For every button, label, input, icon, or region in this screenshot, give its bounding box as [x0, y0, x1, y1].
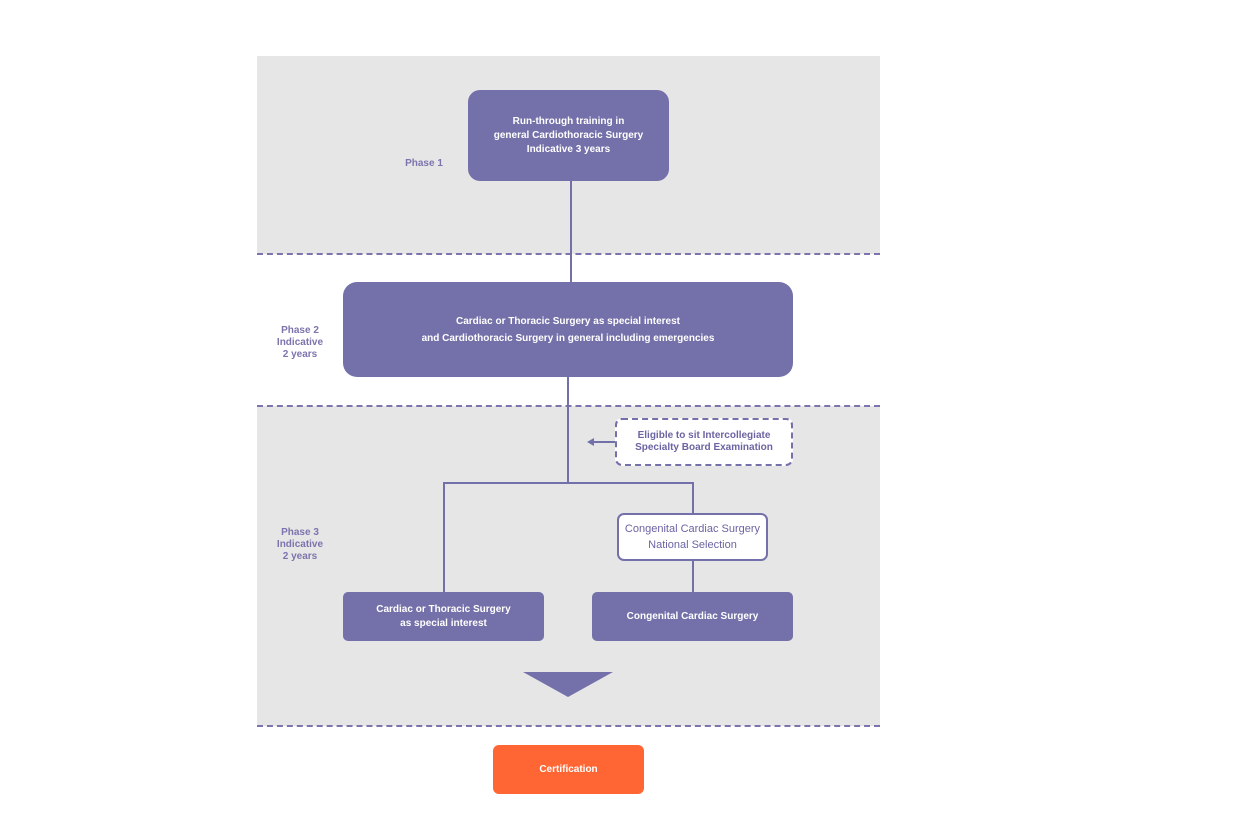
phase-2-duration-line2: 2 years [282, 349, 318, 360]
phase-1-2-divider [257, 253, 880, 255]
run-through-training-box: Run-through training in general Cardioth… [468, 90, 669, 181]
special-interest-general-line-2: and Cardiothoracic Surgery in general in… [421, 332, 715, 344]
run-through-line-1: Run-through training in [512, 115, 625, 127]
connector-phase2-to-split [567, 377, 569, 484]
special-interest-general-box: Cardiac or Thoracic Surgery as special i… [343, 282, 793, 377]
run-through-line-2: general Cardiothoracic Surgery [493, 129, 644, 141]
special-interest-general-line-1: Cardiac or Thoracic Surgery as special i… [456, 315, 680, 327]
congenital-cardiac-line-1: Congenital Cardiac Surgery [626, 610, 759, 622]
phase-3-duration-line1: Indicative [276, 539, 324, 550]
connector-split-horizontal [443, 482, 694, 484]
phase-3-title: Phase 3 [281, 527, 319, 538]
connector-phase1-to-phase2 [570, 181, 572, 282]
phase-1-label: Phase 1 [396, 158, 452, 170]
exam-eligibility-box: Eligible to sit Intercollegiate Specialt… [615, 418, 793, 466]
run-through-line-3: Indicative 3 years [526, 143, 611, 155]
phase-3-label: Phase 3 Indicative 2 years [270, 527, 330, 563]
phase-3-end-divider [257, 725, 880, 727]
congenital-cardiac-box: Congenital Cardiac Surgery [592, 592, 793, 641]
connector-to-selection [692, 482, 694, 513]
phase-1-title: Phase 1 [405, 158, 443, 169]
arrow-left-icon [587, 438, 615, 446]
phase-2-label: Phase 2 Indicative 2 years [270, 325, 330, 361]
certification-label: Certification [539, 763, 598, 775]
cardiac-thoracic-line-1: Cardiac or Thoracic Surgery [376, 603, 511, 615]
congenital-selection-line-1: Congenital Cardiac Surgery [624, 523, 761, 535]
down-triangle-icon [523, 672, 613, 697]
connector-selection-to-congenital [692, 561, 694, 592]
congenital-selection-box: Congenital Cardiac Surgery National Sele… [617, 513, 768, 561]
exam-eligibility-line-1: Eligible to sit Intercollegiate [637, 430, 771, 441]
cardiac-thoracic-box: Cardiac or Thoracic Surgery as special i… [343, 592, 544, 641]
congenital-selection-line-2: National Selection [648, 539, 737, 551]
exam-eligibility-line-2: Specialty Board Examination [635, 442, 773, 453]
certification-box: Certification [493, 745, 644, 794]
phase-3-duration-line2: 2 years [282, 551, 318, 562]
phase-2-duration-line1: Indicative [276, 337, 324, 348]
cardiac-thoracic-line-2: as special interest [400, 617, 487, 629]
connector-to-cardiac-thoracic [443, 482, 445, 592]
phase-2-title: Phase 2 [281, 325, 319, 336]
